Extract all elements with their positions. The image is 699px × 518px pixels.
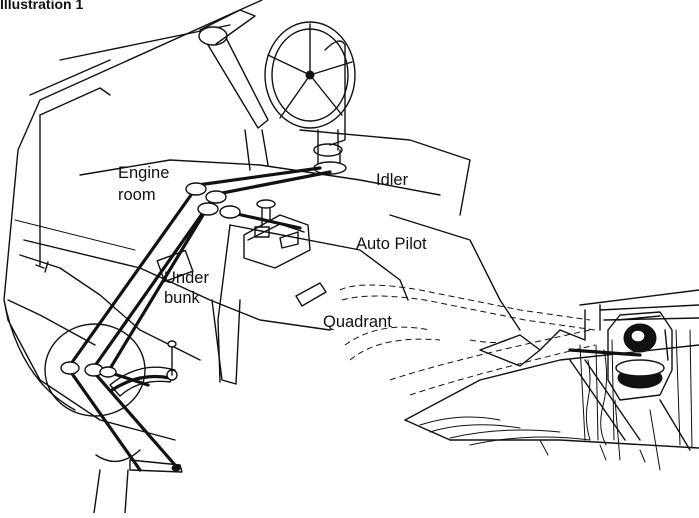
label-auto-pilot: Auto Pilot xyxy=(356,235,427,253)
stern-quadrant-detail xyxy=(44,323,183,473)
label-idler: Idler xyxy=(376,171,409,189)
boat-hull xyxy=(3,0,521,514)
windshield-post xyxy=(198,9,269,171)
autopilot-unit xyxy=(243,199,311,269)
label-under-bunk-line1: Under xyxy=(164,269,209,287)
labels: Engine room Idler Auto Pilot Under bunk … xyxy=(118,164,427,331)
label-quadrant: Quadrant xyxy=(323,313,392,331)
helm-pedestal xyxy=(313,129,347,175)
quadrant-drive-unit xyxy=(607,311,673,401)
figure-title: Illustration 1 xyxy=(0,0,83,12)
label-under-bunk-line2: bunk xyxy=(164,289,201,307)
label-engine-room-line1: Engine xyxy=(118,164,169,182)
label-engine-room-line2: room xyxy=(118,186,156,204)
steering-wheel xyxy=(264,21,356,146)
quadrant-detail-view xyxy=(339,284,699,471)
steering-cable xyxy=(66,166,332,472)
pulley-bank-engine-room xyxy=(185,182,241,219)
